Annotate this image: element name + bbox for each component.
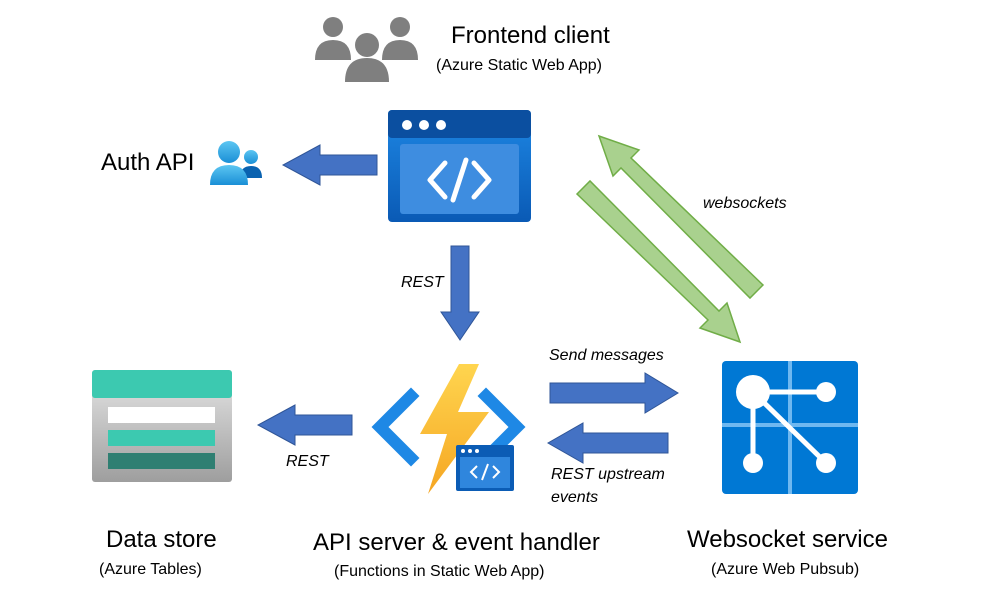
edge-label-websockets: websockets [703, 195, 787, 212]
auth-title: Auth API [101, 149, 195, 176]
datastore-title: Data store [106, 526, 217, 553]
edge-label-api-datastore: REST [286, 453, 329, 470]
datastore-subtitle: (Azure Tables) [99, 561, 202, 578]
websocket-arrows [575, 134, 765, 344]
arrow-api-to-datastore [256, 404, 353, 446]
users-group-icon [315, 17, 418, 82]
edge-label-upstream-2: events [551, 489, 599, 506]
arrow-websocket-to-api [546, 422, 669, 464]
edge-label-frontend-api: REST [401, 274, 444, 291]
arrow-api-to-websocket [549, 372, 679, 414]
websocket-service-subtitle: (Azure Web Pubsub) [711, 561, 860, 578]
arrow-frontend-to-auth [281, 144, 378, 186]
table-storage-icon [92, 370, 232, 482]
web-pubsub-icon [722, 361, 858, 494]
frontend-title: Frontend client [451, 22, 610, 49]
mini-code-window-icon [456, 445, 514, 491]
api-server-subtitle: (Functions in Static Web App) [334, 563, 545, 580]
api-server-title: API server & event handler [313, 529, 600, 556]
edge-label-upstream-1: REST upstream [551, 466, 665, 483]
auth-users-icon [210, 141, 262, 185]
websocket-service-title: Websocket service [687, 526, 888, 553]
frontend-subtitle: (Azure Static Web App) [436, 57, 602, 74]
arrow-frontend-to-api [440, 245, 480, 341]
edge-label-send-messages: Send messages [549, 347, 664, 364]
code-window-icon [388, 110, 531, 222]
